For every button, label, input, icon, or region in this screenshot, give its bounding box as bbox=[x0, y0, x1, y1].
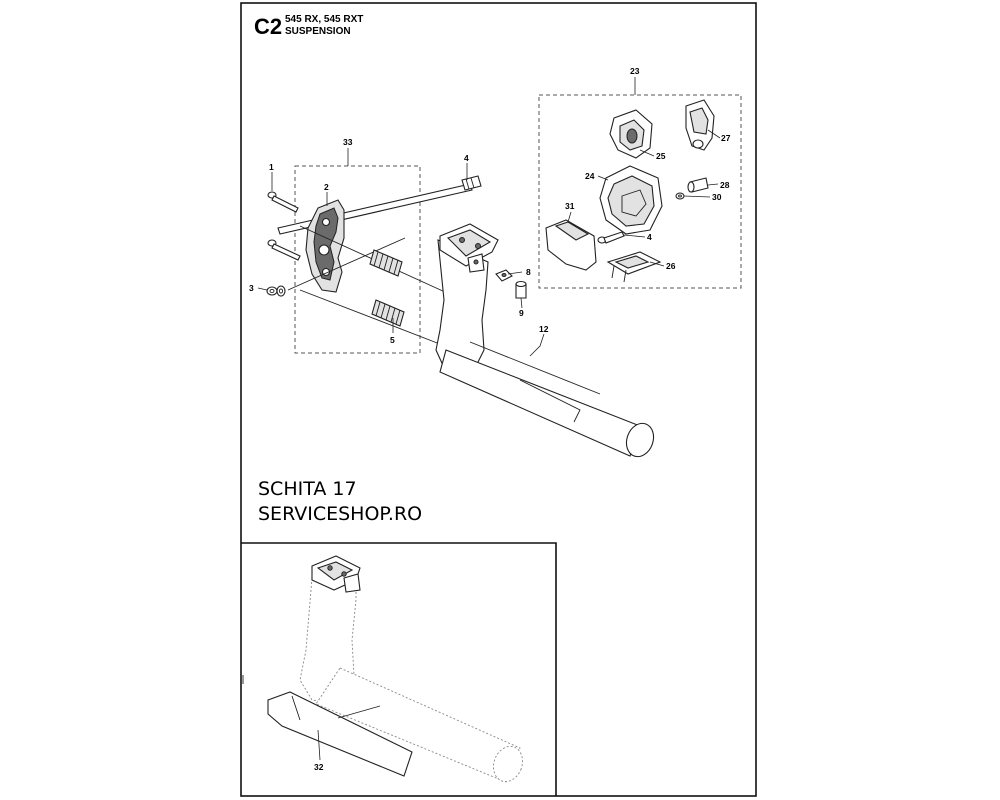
callout-4-left: 4 bbox=[464, 153, 469, 163]
part-9-spacer bbox=[515, 280, 527, 299]
main-frame bbox=[240, 2, 757, 797]
part-8-nut bbox=[495, 269, 513, 282]
callout-5: 5 bbox=[390, 335, 395, 345]
part-5-spring-lower bbox=[371, 299, 405, 327]
part-25-trigger-cover bbox=[609, 109, 653, 159]
callout-8: 8 bbox=[526, 267, 531, 277]
part-12-handle-tube bbox=[435, 223, 655, 458]
section-title: SUSPENSION bbox=[285, 26, 351, 37]
callout-27: 27 bbox=[721, 133, 731, 143]
callout-25: 25 bbox=[656, 151, 666, 161]
callout-3: 3 bbox=[249, 283, 254, 293]
part-bolt-lower bbox=[267, 239, 301, 261]
part-32-inset-assembly bbox=[267, 555, 523, 783]
callout-24: 24 bbox=[585, 171, 595, 181]
callout-33: 33 bbox=[343, 137, 353, 147]
rod-diag bbox=[287, 237, 406, 291]
group-box-33 bbox=[294, 165, 421, 354]
part-2-bracket bbox=[305, 199, 345, 293]
part-4-long-bolt bbox=[277, 175, 482, 235]
callout-4-right: 4 bbox=[647, 232, 652, 242]
leader-lines bbox=[257, 77, 721, 761]
part-30-washer bbox=[675, 192, 685, 200]
inset-frame bbox=[241, 542, 557, 796]
part-28-pin bbox=[687, 177, 709, 193]
part-26-switch bbox=[606, 251, 662, 283]
model-list: 545 RX, 545 RXT bbox=[285, 14, 363, 25]
part-5-spring-upper bbox=[369, 249, 403, 277]
callout-23: 23 bbox=[630, 66, 640, 76]
part-24-handle-housing bbox=[599, 165, 663, 235]
group-box-23 bbox=[538, 94, 742, 289]
callout-30: 30 bbox=[712, 192, 722, 202]
part-3-washer-nut bbox=[266, 285, 286, 297]
watermark-line-1: SCHITA 17 bbox=[258, 478, 357, 500]
diagram-code: C2 bbox=[254, 14, 282, 39]
watermark-line-2: SERVICESHOP.RO bbox=[258, 503, 422, 525]
callout-32: 32 bbox=[314, 762, 324, 772]
rod-lower bbox=[299, 289, 446, 347]
callout-12: 12 bbox=[539, 324, 549, 334]
callout-31: 31 bbox=[565, 201, 575, 211]
callout-26: 26 bbox=[666, 261, 676, 271]
callout-1: 1 bbox=[269, 162, 274, 172]
callout-2: 2 bbox=[324, 182, 329, 192]
callout-9: 9 bbox=[519, 308, 524, 318]
part-27-throttle-lever bbox=[685, 99, 715, 151]
part-4-screw bbox=[597, 231, 625, 244]
part-1-bolt bbox=[267, 191, 299, 213]
part-31-grip-cover bbox=[545, 219, 597, 271]
callout-28: 28 bbox=[720, 180, 730, 190]
